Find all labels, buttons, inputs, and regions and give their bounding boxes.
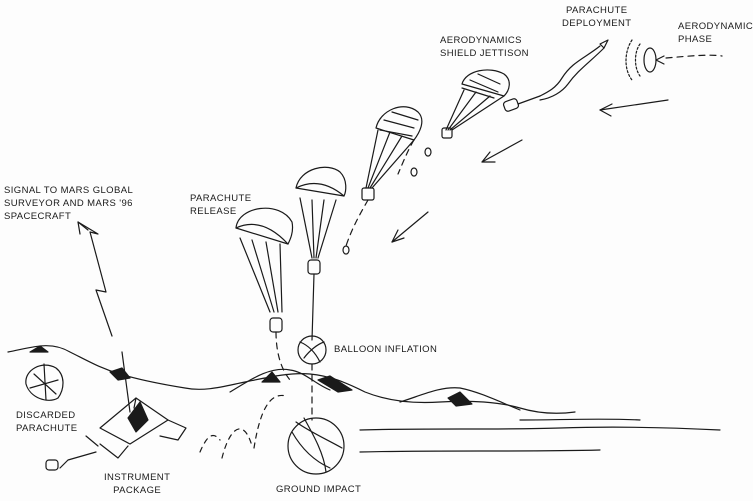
instrument-package-icon (45, 351, 187, 471)
label-line: BALLOON INFLATION (334, 344, 438, 355)
label-line: AERODYNAMICS (440, 35, 522, 46)
label-ground-impact: GROUND IMPACT (276, 483, 361, 496)
balloon-inflation-icon (297, 335, 327, 421)
label-line: PARACHUTE (16, 423, 78, 434)
label-aerodynamics-shield-jettison: AERODYNAMICS SHIELD JETTISON (440, 34, 529, 60)
entry-capsule-icon (625, 39, 723, 81)
label-line: SHIELD JETTISON (440, 48, 529, 59)
label-aerodynamic-phase: AERODYNAMIC PHASE (678, 20, 753, 46)
discarded-parachute-icon (25, 363, 64, 401)
label-line: RELEASE (190, 206, 237, 217)
large-parachute-icon (295, 166, 347, 341)
ground-impact-icon (287, 417, 345, 475)
label-signal: SIGNAL TO MARS GLOBAL SURVEYOR AND MARS … (4, 184, 133, 223)
label-balloon-inflation: BALLOON INFLATION (334, 343, 437, 356)
label-line: DEPLOYMENT (562, 18, 632, 29)
label-discarded-parachute: DISCARDED PARACHUTE (16, 409, 78, 435)
label-line: AERODYNAMIC (678, 21, 753, 32)
label-line: DISCARDED (16, 410, 76, 421)
label-line: PARACHUTE (190, 193, 252, 204)
descent-parachute-icon (342, 106, 423, 255)
shield-jettison-parachute-icon (410, 69, 510, 177)
label-parachute-deployment: PARACHUTE DEPLOYMENT (562, 4, 631, 30)
label-line: PACKAGE (113, 485, 162, 496)
label-line: INSTRUMENT (104, 472, 171, 483)
label-line: SIGNAL TO MARS GLOBAL (4, 185, 134, 196)
label-line: SPACECRAFT (4, 211, 72, 222)
descent-direction-arrows (391, 99, 669, 243)
label-line: PHASE (678, 34, 713, 45)
signal-arrow-icon (77, 221, 113, 337)
label-line: SURVEYOR AND MARS '96 (4, 198, 133, 209)
bounce-trajectory (199, 394, 287, 459)
label-line: GROUND IMPACT (276, 484, 362, 495)
label-line: PARACHUTE (565, 5, 628, 16)
parachute-release-icon (235, 207, 294, 381)
label-parachute-release: PARACHUTE RELEASE (190, 192, 252, 218)
terrain (7, 345, 721, 453)
label-instrument-package: INSTRUMENT PACKAGE (104, 471, 170, 497)
parachute-deployment-icon (502, 39, 609, 112)
